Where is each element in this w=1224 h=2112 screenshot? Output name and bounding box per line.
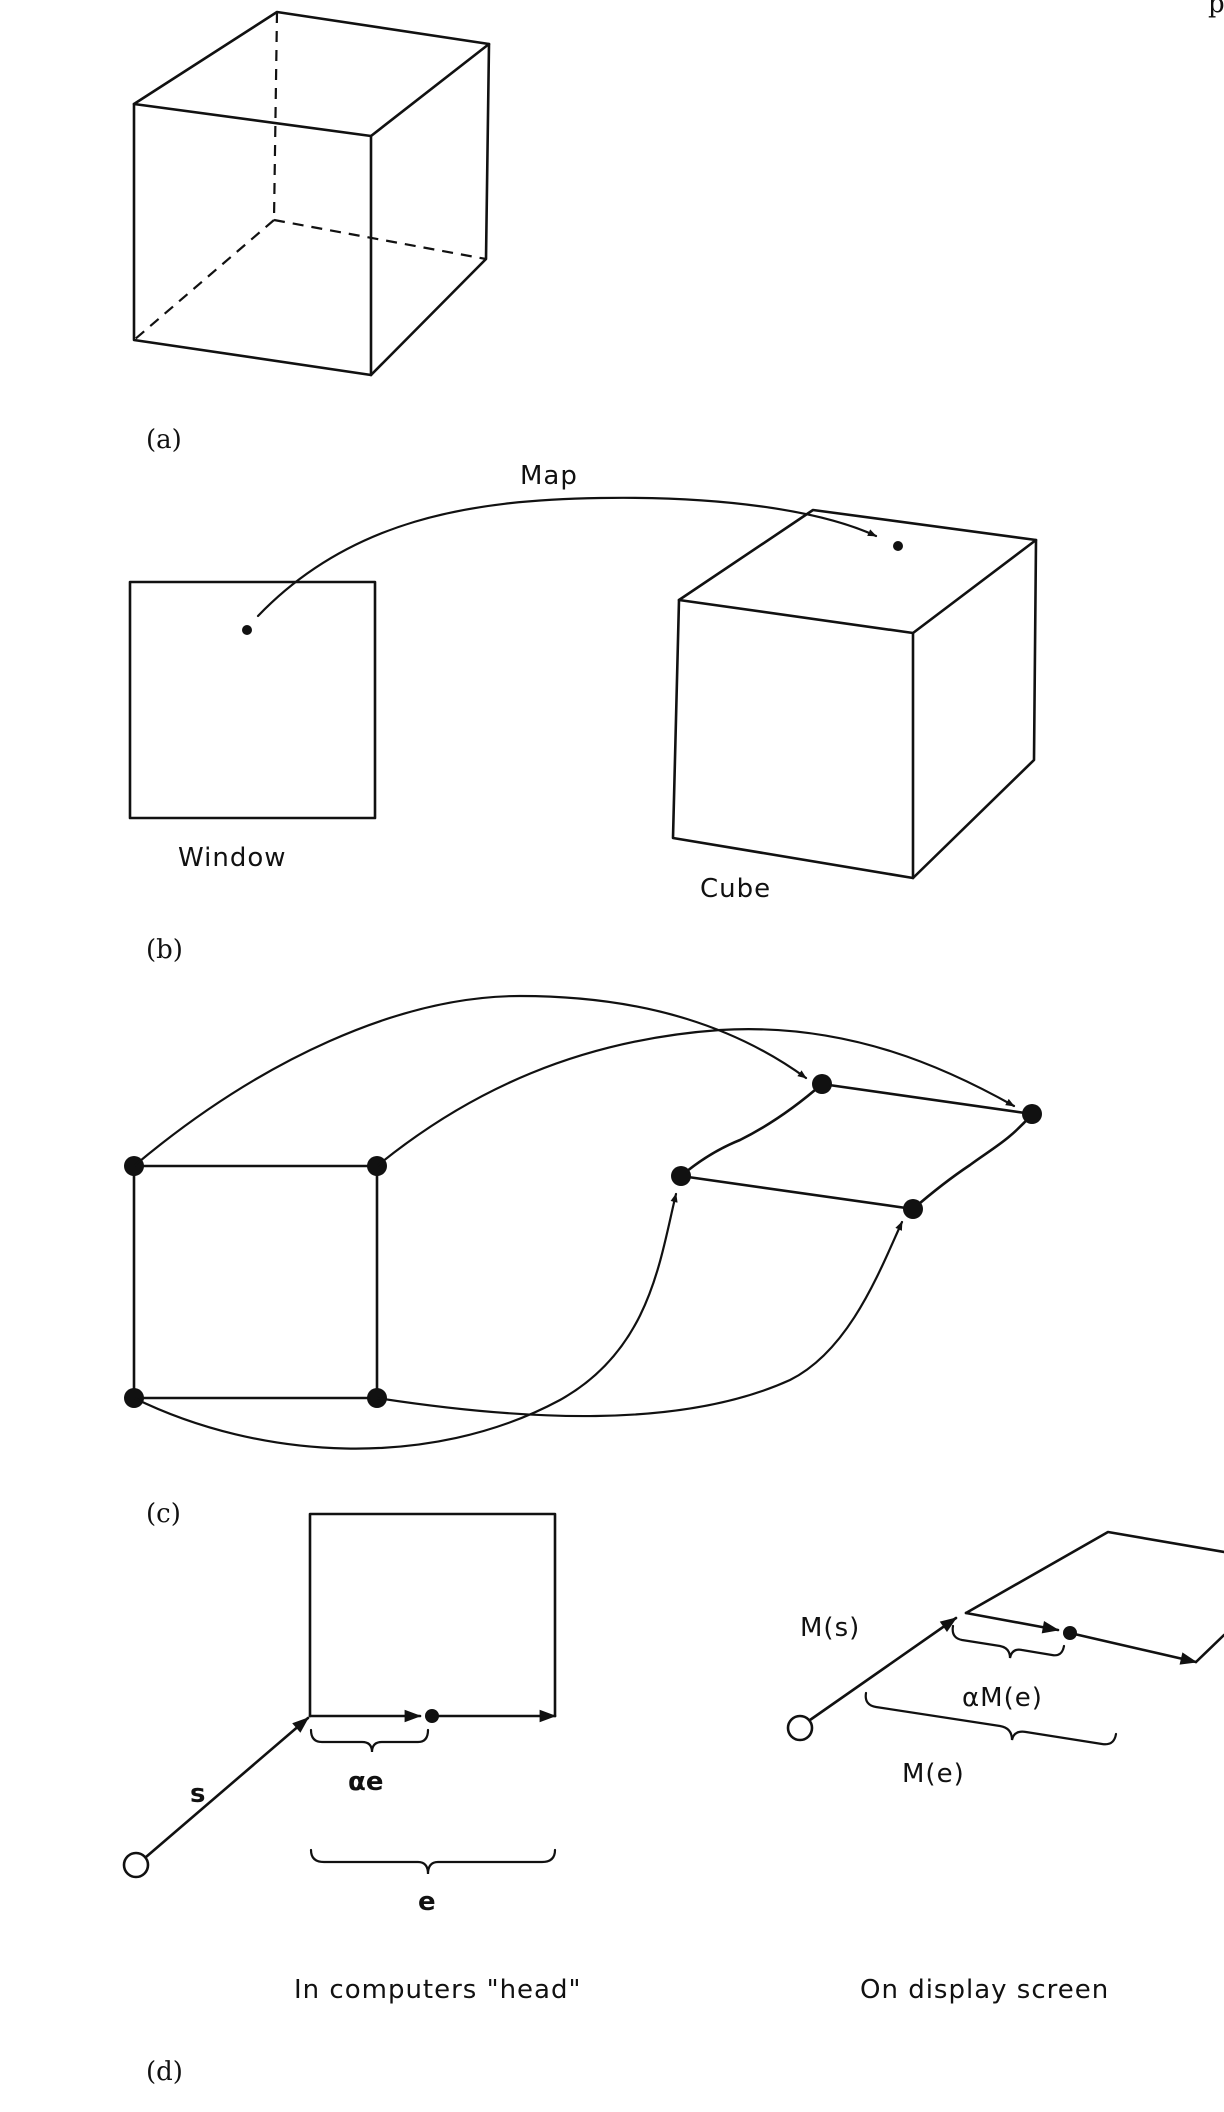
target-cube-front <box>671 598 915 880</box>
head-square <box>308 1512 557 1718</box>
panel-b: Map Window Cube <box>128 461 1038 904</box>
window-point <box>242 625 252 635</box>
target-edge-right <box>911 1112 1034 1211</box>
cube-image-point <box>893 541 903 551</box>
target-vertex-bottom-left <box>671 1166 691 1186</box>
left-caption: In computers "head" <box>294 1975 581 2005</box>
alpha-me-brace <box>951 1624 1066 1659</box>
window-square <box>128 580 377 820</box>
map-arrow-bottom-right <box>375 1220 904 1418</box>
panel-d-label: (d) <box>146 2057 183 2087</box>
map-arrow-top-left <box>132 994 808 1168</box>
alpha-me-arrow <box>964 1611 1060 1634</box>
display-parallelogram <box>964 1530 1224 1615</box>
origin-circle-right <box>786 1714 814 1742</box>
cube-hidden-edge-vertical <box>272 11 279 221</box>
panel-a-label: (a) <box>146 425 182 455</box>
ms-vector <box>808 1616 958 1722</box>
s-vector <box>144 1716 310 1859</box>
map-arrow-top-right <box>375 1028 1016 1168</box>
alpha-e-brace <box>309 1728 430 1753</box>
map-label: Map <box>520 461 578 491</box>
ms-label: M(s) <box>800 1613 860 1643</box>
target-edge-top <box>820 1082 1034 1116</box>
cube-label: Cube <box>700 874 771 904</box>
panel-c-label: (c) <box>146 1499 181 1529</box>
cube-hidden-edge-right <box>273 218 487 261</box>
map-arrow-bottom-left <box>132 1192 678 1450</box>
panel-b-label: (b) <box>146 935 183 965</box>
source-square <box>132 1164 379 1400</box>
panel-a-cube <box>132 10 491 377</box>
e-brace <box>309 1848 557 1875</box>
panel-c <box>124 994 1042 1450</box>
origin-circle-left <box>122 1851 150 1879</box>
cube-right-face <box>369 42 491 377</box>
map-arrow <box>256 496 878 618</box>
target-edge-left <box>679 1082 824 1178</box>
panel-d-left: s αe e In computers "head" <box>122 1512 581 2005</box>
cube-top-face <box>132 10 491 138</box>
s-label: s <box>190 1779 205 1809</box>
page-header-fragment: p <box>1208 0 1224 19</box>
e-label: e <box>418 1887 436 1917</box>
target-edge-bottom <box>679 1174 915 1211</box>
panel-d-right: M(s) αM(e) M(e) On display screen <box>786 1530 1224 2005</box>
window-label: Window <box>178 843 287 873</box>
display-parallelogram-right <box>1194 1633 1224 1664</box>
alpha-me-label: αM(e) <box>962 1683 1043 1713</box>
cube-hidden-edge-left <box>133 219 275 341</box>
right-caption: On display screen <box>860 1975 1109 2005</box>
me-vector <box>1068 1631 1198 1665</box>
me-label: M(e) <box>902 1759 965 1789</box>
target-vertex-top-left <box>812 1074 832 1094</box>
alpha-e-label: αe <box>348 1767 384 1797</box>
target-vertex-bottom-right <box>903 1199 923 1219</box>
target-cube-right <box>911 538 1038 880</box>
target-vertex-top-right <box>1022 1104 1042 1124</box>
target-cube-top <box>677 508 1038 635</box>
me-brace <box>864 1691 1118 1746</box>
